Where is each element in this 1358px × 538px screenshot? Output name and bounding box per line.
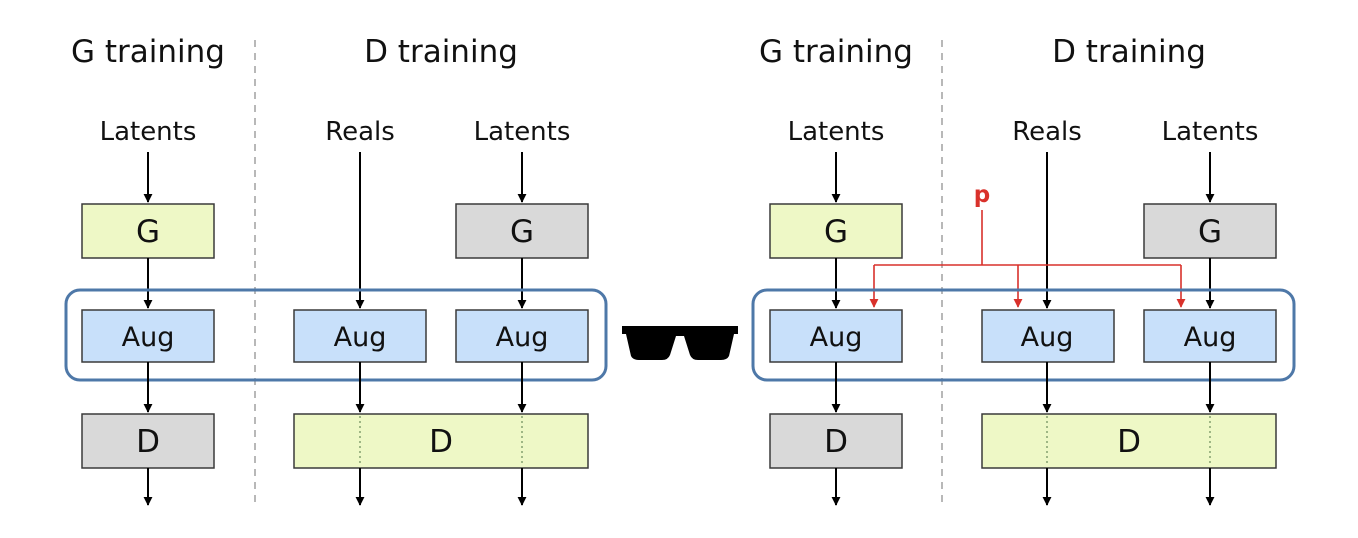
- right-g-discriminator-label: D: [824, 424, 848, 460]
- left-d-generator-label: G: [510, 214, 534, 250]
- left-g-discriminator-box: [81, 413, 215, 469]
- right-g-generator-label: G: [824, 214, 848, 250]
- right-d-discriminator-label: D: [1117, 424, 1141, 460]
- right-d-generator-label: G: [1198, 214, 1222, 250]
- left-g-generator-label: G: [136, 214, 160, 250]
- left-g-latents-label: Latents: [100, 117, 197, 147]
- left-g-training-title: G training: [71, 34, 225, 70]
- right-d-reals-label: Reals: [1012, 117, 1082, 147]
- right-g-discriminator-box: [769, 413, 903, 469]
- right-panel: G training D training Latents Reals Late…: [751, 34, 1296, 508]
- right-g-generator-box: [769, 203, 903, 259]
- right-augment-frame: [751, 288, 1296, 382]
- left-d-discriminator-box: [293, 413, 589, 469]
- left-g-aug-label: Aug: [122, 322, 175, 353]
- left-augment-frame: [64, 288, 608, 382]
- right-d-discriminator-box: [981, 413, 1277, 469]
- probability-signal-lines: [869, 210, 1186, 308]
- right-d-aug-fakes-label: Aug: [1184, 322, 1237, 353]
- left-d-aug-reals-label: Aug: [334, 322, 387, 353]
- right-d-latents-label: Latents: [1162, 117, 1259, 147]
- left-d-training-title: D training: [364, 34, 518, 70]
- sunglasses-icon: [622, 326, 738, 360]
- probability-label: p: [974, 182, 990, 208]
- left-d-latents-label: Latents: [474, 117, 571, 147]
- left-d-aug-fakes-label: Aug: [496, 322, 549, 353]
- right-d-training-title: D training: [1052, 34, 1206, 70]
- left-panel: G training D training Latents Reals Late…: [64, 34, 608, 508]
- right-g-aug-label: Aug: [810, 322, 863, 353]
- left-d-discriminator-label: D: [429, 424, 453, 460]
- right-d-aug-reals-label: Aug: [1021, 322, 1074, 353]
- right-g-latents-label: Latents: [788, 117, 885, 147]
- left-g-discriminator-label: D: [136, 424, 160, 460]
- left-d-reals-label: Reals: [325, 117, 395, 147]
- right-g-training-title: G training: [759, 34, 913, 70]
- right-d-aug-fakes-box: [1143, 309, 1277, 363]
- left-g-generator-box: [81, 203, 215, 259]
